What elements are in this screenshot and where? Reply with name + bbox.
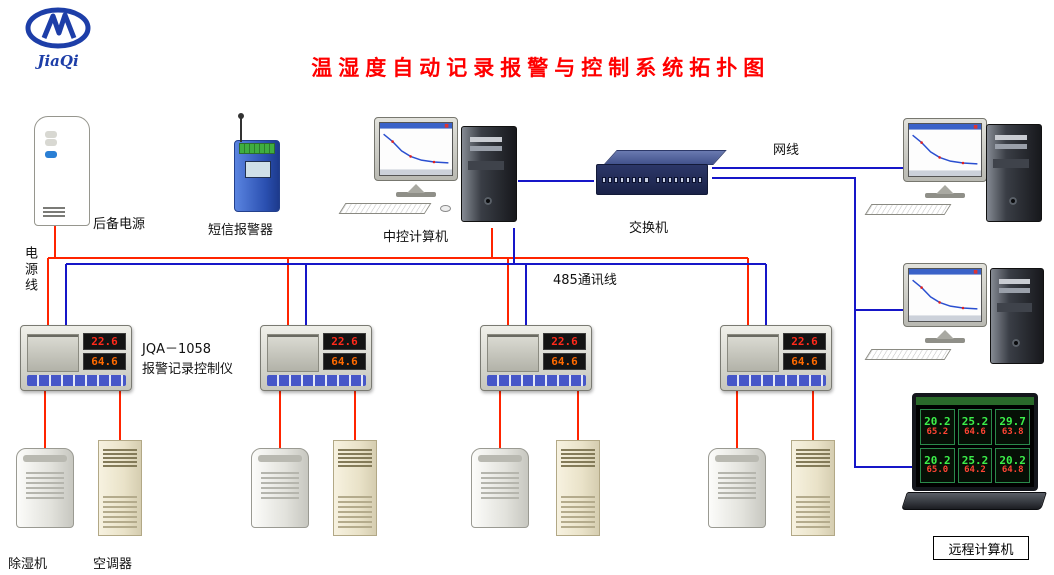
central-monitor <box>374 117 458 181</box>
controller-3: 22.6 64.6 <box>480 325 592 391</box>
pv-display: 22.6 <box>323 333 366 350</box>
client-pc-tower-1 <box>986 124 1042 222</box>
sms-alarm-label: 短信报警器 <box>208 223 274 238</box>
page-title: 温湿度自动记录报警与控制系统拓扑图 <box>311 56 771 80</box>
air-conditioner-1 <box>98 440 142 536</box>
laptop-base <box>901 492 1047 510</box>
trend-chart <box>909 269 981 321</box>
client-monitor-2-screen <box>908 268 982 322</box>
network-switch <box>596 150 727 198</box>
ups-label: 后备电源 <box>93 217 146 232</box>
client-monitor-1 <box>903 118 987 182</box>
dehumidifier-4 <box>708 448 766 528</box>
keyboard <box>338 203 432 214</box>
controller-2: 22.6 64.6 <box>260 325 372 391</box>
mouse <box>440 205 451 212</box>
antenna-icon <box>238 113 244 142</box>
air-conditioner-4 <box>791 440 835 536</box>
central-pc-label: 中控计算机 <box>383 230 449 245</box>
ac-label: 空调器 <box>93 557 133 572</box>
sms-alarm-device <box>234 140 280 212</box>
laptop-app-titlebar <box>916 397 1034 405</box>
logo-text: JiaQi <box>37 52 79 70</box>
client-pc-tower-2 <box>990 268 1044 364</box>
controller-1: 22.6 64.6 <box>20 325 132 391</box>
logo-emblem <box>25 7 91 49</box>
switch-top-face <box>603 150 727 165</box>
controller-4: 22.6 64.6 <box>720 325 832 391</box>
power-line-label: 电源线 <box>22 246 37 294</box>
power-wires <box>44 226 814 448</box>
trend-chart <box>380 123 452 175</box>
comm-line-label: 485通讯线 <box>553 273 617 288</box>
controller-model-label: JQA－1058 <box>142 342 212 357</box>
trend-chart <box>909 124 981 176</box>
keyboard <box>864 204 952 215</box>
dehumidifier-1 <box>16 448 74 528</box>
air-conditioner-2 <box>333 440 377 536</box>
pv-display: 22.6 <box>543 333 586 350</box>
sv-display: 64.6 <box>83 353 126 370</box>
dehumidifier-2 <box>251 448 309 528</box>
keyboard <box>864 349 952 360</box>
ups-device <box>34 116 90 226</box>
pv-display: 22.6 <box>783 333 826 350</box>
controller-name-label: 报警记录控制仪 <box>142 362 234 377</box>
pv-display: 22.6 <box>83 333 126 350</box>
client-monitor-2 <box>903 263 987 327</box>
sv-display: 64.6 <box>323 353 366 370</box>
central-monitor-screen <box>379 122 453 176</box>
net-cable-label: 网线 <box>773 143 800 158</box>
sv-display: 64.6 <box>783 353 826 370</box>
dehumidifier-3 <box>471 448 529 528</box>
central-pc-tower <box>461 126 517 222</box>
dehumidifier-label: 除湿机 <box>8 557 48 572</box>
sv-display: 64.6 <box>543 353 586 370</box>
company-logo: JiaQi <box>12 6 104 70</box>
switch-label: 交换机 <box>629 221 669 236</box>
switch-front-face <box>596 164 708 195</box>
air-conditioner-3 <box>556 440 600 536</box>
remote-pc-label: 远程计算机 <box>933 536 1029 560</box>
client-monitor-1-screen <box>908 123 982 177</box>
